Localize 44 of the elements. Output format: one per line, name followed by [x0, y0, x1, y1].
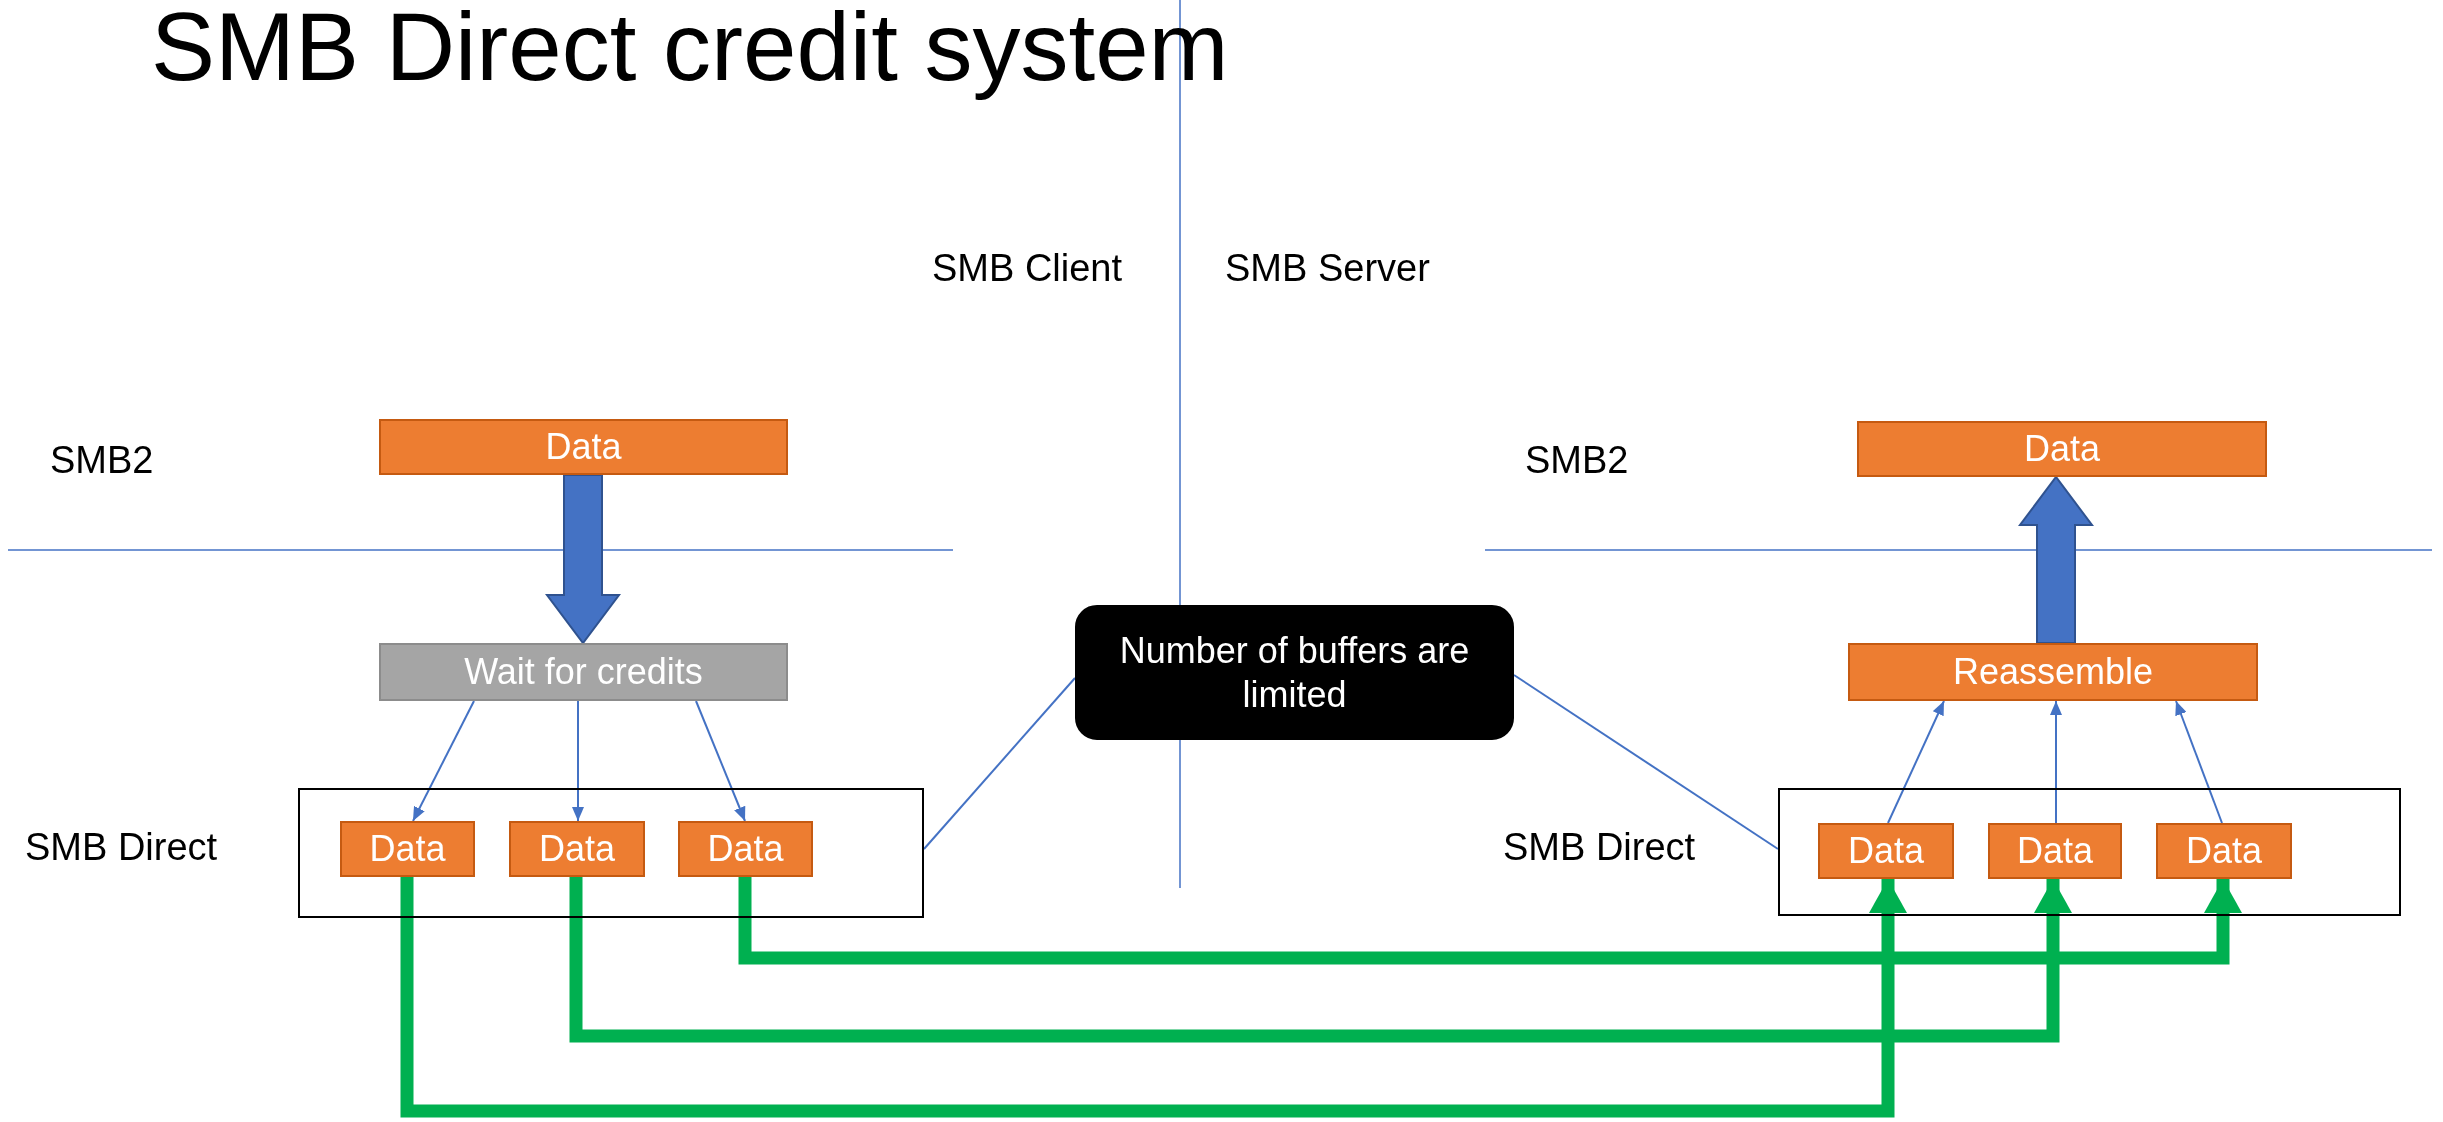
layer-label: SMB Direct: [25, 825, 218, 870]
arrow: [695, 700, 746, 822]
arrow: [569, 877, 2072, 1043]
layer-label: SMB Client: [932, 246, 1123, 291]
arrow: [412, 700, 475, 822]
data-box: [2156, 823, 2292, 879]
arrow: [1887, 700, 1945, 824]
block-arrow: [2018, 475, 2094, 644]
block-arrow: [545, 474, 621, 645]
callout-box: [1075, 605, 1514, 740]
box-label: Wait for credits: [464, 650, 703, 694]
leader-line: [923, 677, 1076, 850]
box-label: Data: [538, 827, 615, 871]
box-label: Data: [369, 827, 446, 871]
group-frame: [298, 788, 924, 918]
box-label: Data: [1847, 829, 1924, 873]
process-box: [379, 643, 788, 701]
arrow: [572, 700, 584, 822]
data-box: [1818, 823, 1954, 879]
arrow: [400, 877, 1907, 1118]
box-label: Data: [2185, 829, 2262, 873]
arrow: [738, 877, 2242, 965]
layer-label: SMB Direct: [1503, 825, 1696, 870]
arrow: [2050, 700, 2062, 824]
group-frame: [1778, 788, 2401, 916]
arrow: [2175, 700, 2223, 824]
layer-label: SMB2: [50, 438, 154, 483]
data-box: [1848, 643, 2258, 701]
data-box: [340, 821, 475, 877]
data-box: [379, 419, 788, 475]
box-label: Reassemble: [1952, 650, 2154, 694]
layer-label: SMB2: [1525, 438, 1629, 483]
box-label: Data: [545, 425, 622, 469]
box-label: Number of buffers are limited: [1118, 629, 1471, 716]
box-label: Data: [2016, 829, 2093, 873]
data-box: [509, 821, 645, 877]
title: SMB Direct credit system: [151, 0, 1229, 100]
box-label: Data: [2023, 427, 2100, 471]
data-box: [678, 821, 813, 877]
leader-line: [1513, 674, 1779, 850]
box-label: Data: [707, 827, 784, 871]
layer-label: SMB Server: [1225, 246, 1430, 291]
data-box: [1857, 421, 2267, 477]
data-box: [1988, 823, 2122, 879]
